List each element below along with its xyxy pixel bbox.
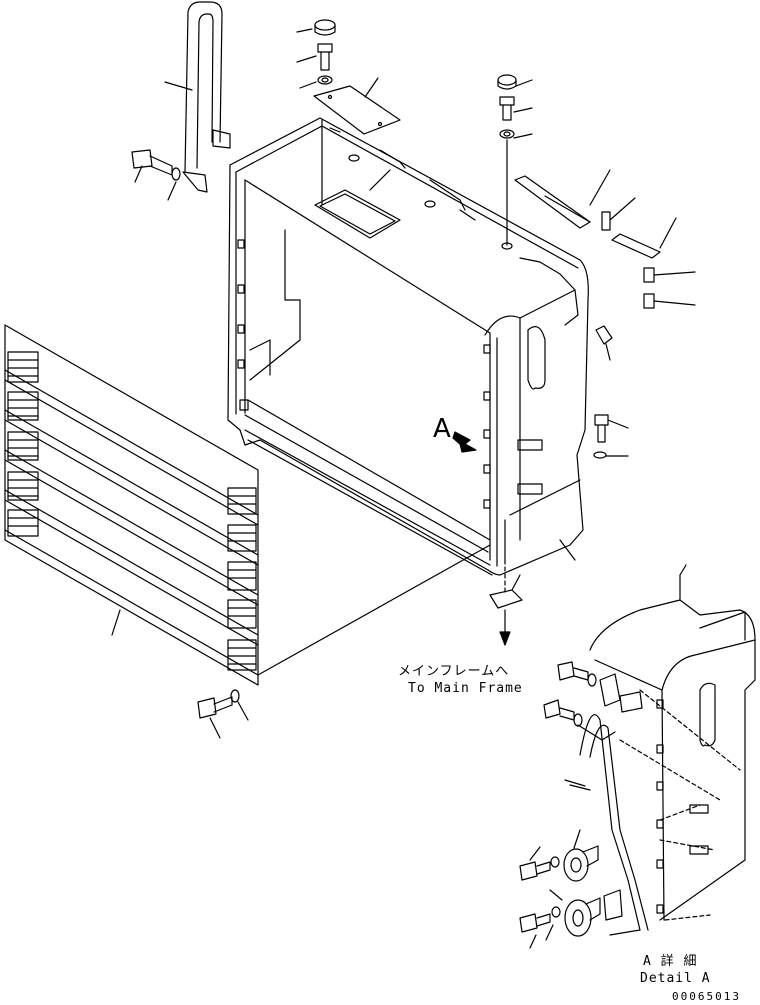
detail-label-jp: A 詳 細 <box>643 954 698 969</box>
detail-a-view <box>519 564 756 949</box>
main-cover-body <box>227 117 589 576</box>
cover-plate <box>313 77 401 135</box>
main-frame-label-jp: メインフレームへ <box>398 664 510 679</box>
view-arrow-a <box>452 431 477 453</box>
bolt-panel <box>197 689 249 739</box>
side-rail-parts <box>514 169 696 561</box>
detail-label-en: Detail A <box>640 971 711 986</box>
top-fasteners-right <box>497 74 533 246</box>
louver-panels <box>4 324 491 686</box>
mount-bracket <box>489 559 523 646</box>
view-marker-a: A <box>433 414 451 444</box>
bolt-handrail <box>131 149 181 201</box>
top-fasteners-left <box>296 19 336 89</box>
drawing-number: 00065013 <box>672 990 741 1003</box>
leader-lines <box>369 169 391 191</box>
main-frame-label-en: To Main Frame <box>408 681 523 696</box>
handrail <box>164 1 231 193</box>
